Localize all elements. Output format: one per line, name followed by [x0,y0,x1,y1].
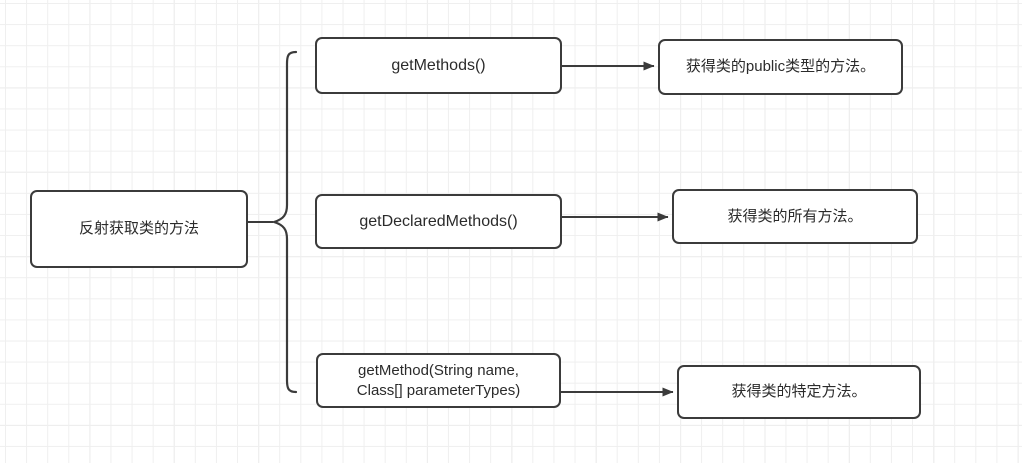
node-method-get-methods-label: getMethods() [391,56,486,74]
node-description-get-declared-methods[interactable]: 获得类的所有方法。 [672,189,918,244]
node-method-get-methods[interactable]: getMethods() [315,37,562,94]
node-method-get-declared-methods-label: getDeclaredMethods() [359,212,518,230]
node-method-get-method-label: getMethod(String name, Class[] parameter… [356,361,521,399]
node-description-get-declared-methods-label: 获得类的所有方法。 [727,207,863,225]
curly-brace-icon [270,50,298,394]
node-method-get-declared-methods[interactable]: getDeclaredMethods() [315,194,562,249]
node-description-get-method-label: 获得类的特定方法。 [731,383,867,401]
node-method-get-method[interactable]: getMethod(String name, Class[] parameter… [316,353,561,408]
node-root[interactable]: 反射获取类的方法 [30,190,248,268]
node-root-label: 反射获取类的方法 [78,220,199,238]
node-description-get-method[interactable]: 获得类的特定方法。 [677,365,921,419]
node-description-get-methods[interactable]: 获得类的public类型的方法。 [658,39,903,95]
node-description-get-methods-label: 获得类的public类型的方法。 [685,58,876,76]
